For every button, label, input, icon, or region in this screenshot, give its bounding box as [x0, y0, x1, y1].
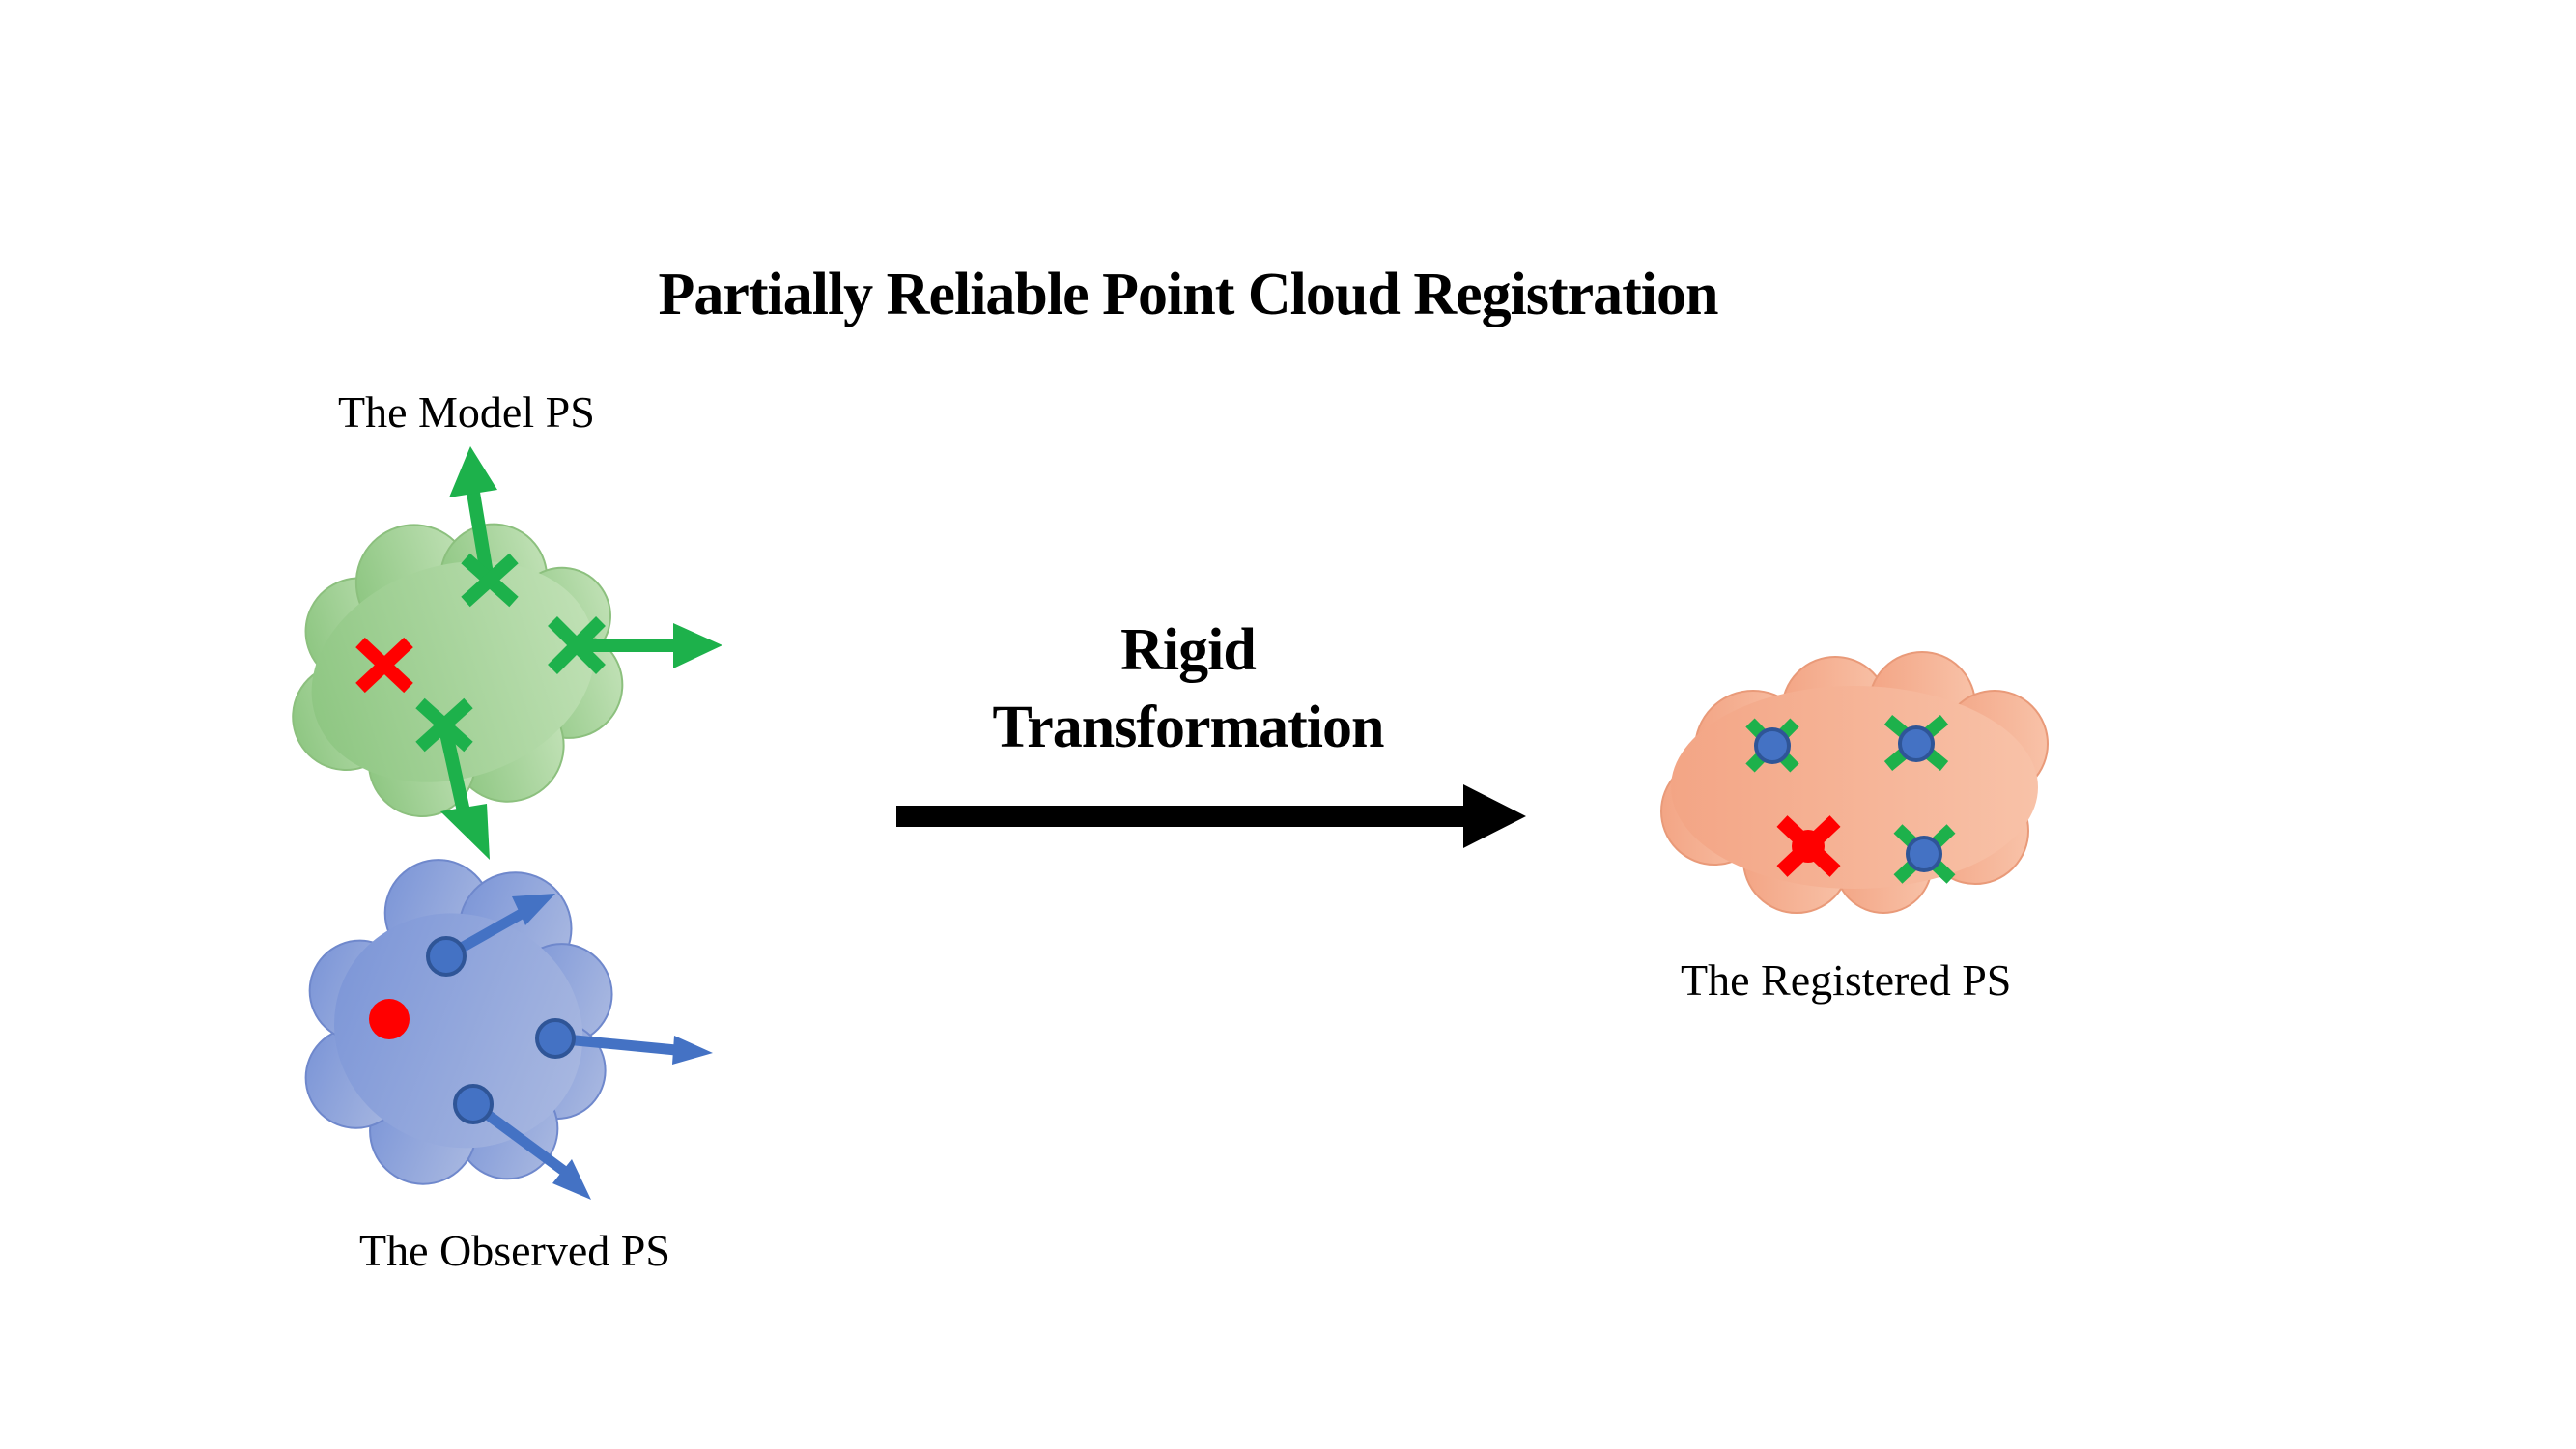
diagram-title: Partially Reliable Point Cloud Registrat…	[658, 262, 1718, 327]
observed-blue-circle-markers	[426, 936, 576, 1124]
observed-cloud	[304, 859, 613, 1185]
model-arrow-down	[438, 723, 470, 813]
model-red-cross-outlier	[355, 637, 413, 694]
registered-red-circle-outlier	[1792, 830, 1825, 863]
registered-cloud	[1660, 651, 2049, 914]
rigid-label: Rigid	[1120, 617, 1257, 683]
model-green-cross-markers	[415, 553, 606, 753]
model-ps-label: The Model PS	[338, 387, 595, 437]
transformation-right-arrow	[896, 784, 1526, 848]
transformation-label: Transformation	[992, 695, 1384, 760]
observed-ps-label: The Observed PS	[359, 1226, 670, 1275]
model-arrow-up	[467, 491, 495, 582]
registered-blue-circle-markers	[1754, 725, 1942, 872]
model-cloud	[292, 523, 624, 817]
observed-red-circle-outlier	[369, 999, 410, 1039]
registered-ps-label: The Registered PS	[1681, 955, 2012, 1005]
